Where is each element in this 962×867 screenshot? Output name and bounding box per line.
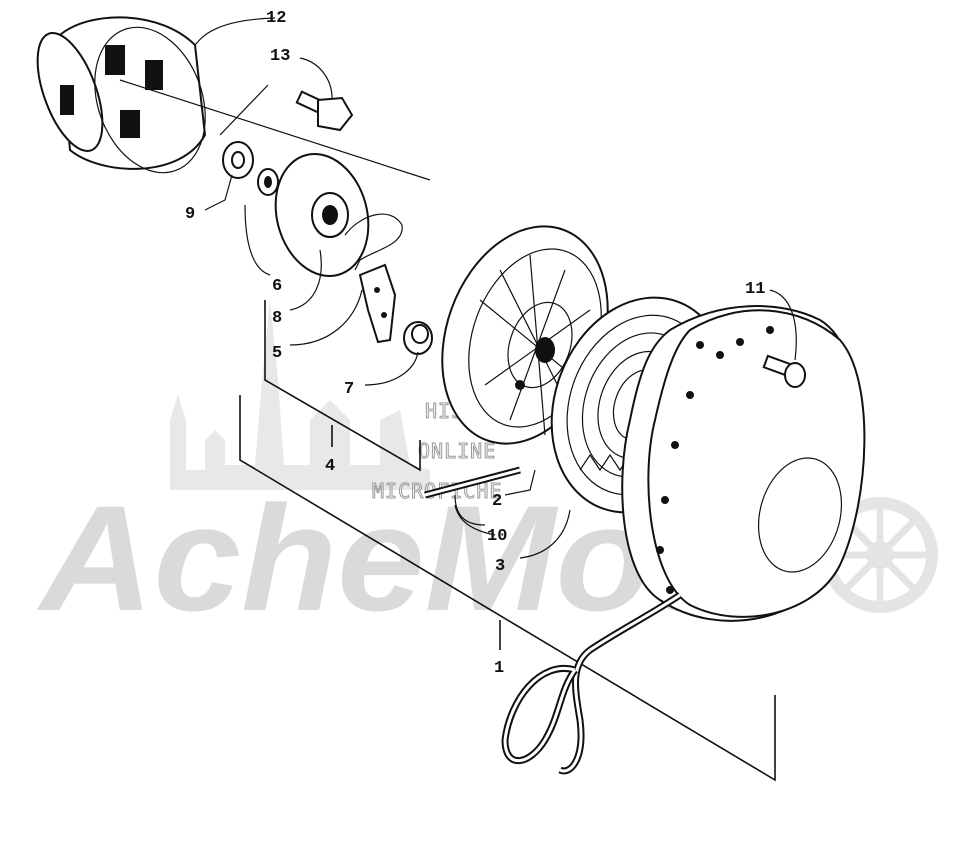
part-11-bolt (762, 354, 806, 388)
leader-10 (454, 504, 496, 536)
callout-11: 11 (745, 280, 765, 299)
leader-5 (289, 289, 363, 346)
callout-3: 3 (495, 557, 505, 576)
part-5-pawl (358, 263, 397, 344)
callout-8: 8 (272, 309, 282, 328)
leader-6 (244, 204, 271, 276)
callout-4: 4 (325, 457, 335, 476)
part-13-bolt (295, 90, 354, 132)
part-7-bushing (403, 321, 433, 355)
leader-bolt (219, 84, 269, 136)
part-8-friction-plate (274, 152, 403, 278)
callout-12: 12 (266, 9, 286, 28)
leader-13 (299, 57, 333, 99)
leader-8 (289, 249, 322, 311)
leader-11 (769, 289, 797, 361)
callout-7: 7 (344, 380, 354, 399)
leader-3 (519, 509, 571, 559)
leader-2 (504, 469, 536, 496)
callout-10: 10 (487, 527, 507, 546)
callout-5: 5 (272, 344, 282, 363)
bracket-1 (239, 395, 776, 782)
callout-13: 13 (270, 47, 290, 66)
leader-9 (204, 174, 233, 211)
part-12-cover-cup (36, 16, 207, 174)
leader-12 (194, 17, 276, 46)
callout-labels: 12 13 9 6 8 5 7 4 11 2 10 3 1 (185, 9, 765, 678)
watermark-line-2: ONLINE (418, 439, 496, 463)
starter-rope (501, 592, 682, 775)
skyline-watermark (170, 300, 430, 490)
part-9-nut (222, 141, 254, 179)
callout-9: 9 (185, 205, 195, 224)
leader-7 (364, 351, 419, 386)
shaft-axis (119, 79, 431, 181)
assembly-brackets (239, 300, 776, 782)
callout-6: 6 (272, 277, 282, 296)
part-1-housing (621, 305, 866, 622)
bracket-4 (264, 300, 421, 472)
part-6-washer (257, 168, 279, 196)
callout-1: 1 (494, 659, 504, 678)
part-10-rope-end (424, 466, 521, 526)
callout-2: 2 (492, 492, 502, 511)
